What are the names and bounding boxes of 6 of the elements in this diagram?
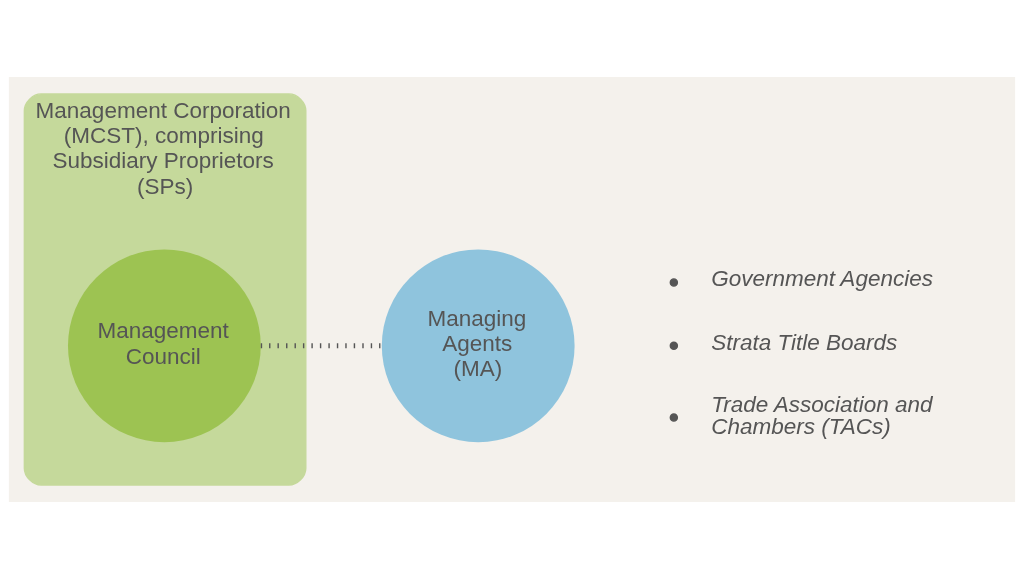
node-circle: Managing Agents (MA) xyxy=(381,249,575,443)
label: Government Agencies xyxy=(711,266,933,292)
connector xyxy=(260,343,382,349)
node-circle: Management Council xyxy=(67,249,261,443)
label: Strata Title Boards xyxy=(711,329,898,355)
label: Trade Association and Chambers (TACs) xyxy=(711,391,933,440)
